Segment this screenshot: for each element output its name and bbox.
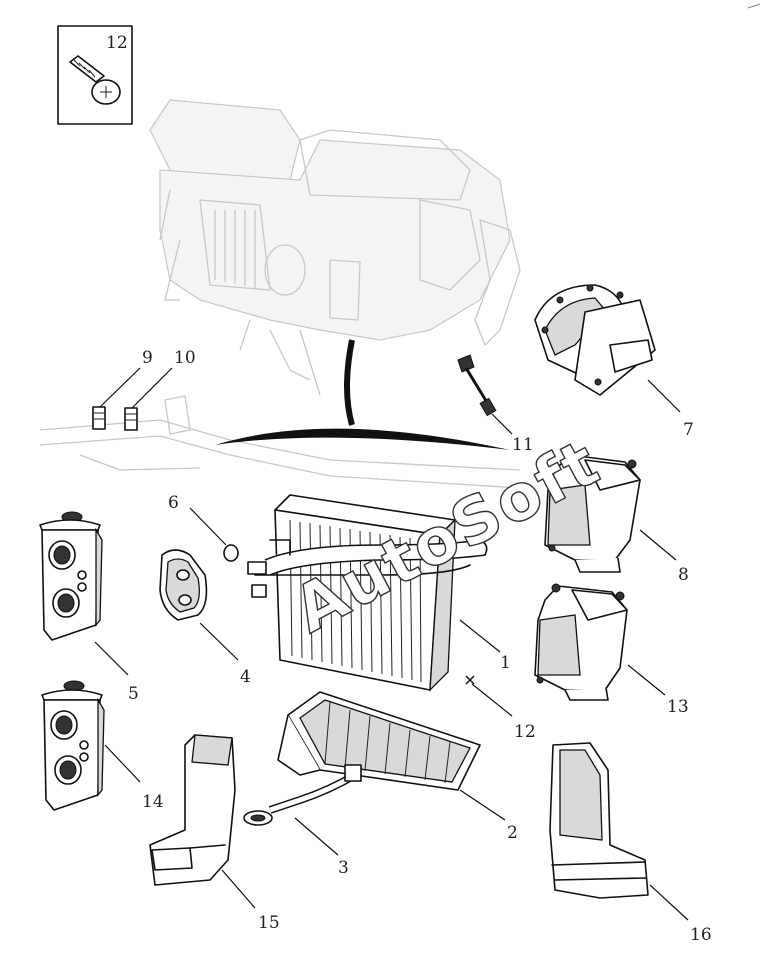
callout-15: 15 <box>258 913 280 933</box>
fastener-12 <box>465 675 513 717</box>
screw-icon <box>69 55 121 105</box>
callout-2: 2 <box>507 823 518 843</box>
callout-3: 3 <box>338 858 349 878</box>
callout-11: 11 <box>512 435 534 455</box>
corner-mark <box>747 3 761 9</box>
expansion-valve-5 <box>39 511 129 676</box>
drain-hose-3 <box>243 764 362 856</box>
callout-16: 16 <box>690 925 712 945</box>
callout-13: 13 <box>667 697 689 717</box>
expansion-valve-14 <box>41 680 141 811</box>
recirculation-actuator-13 <box>534 583 666 701</box>
callout-6: 6 <box>168 493 179 513</box>
callout-12-inset: 12 <box>106 33 128 53</box>
air-duct-16 <box>549 742 689 921</box>
mode-door-actuator-8 <box>544 453 677 573</box>
callout-7: 7 <box>683 420 694 440</box>
drain-pan-2 <box>277 691 506 821</box>
o-ring-6 <box>189 507 239 562</box>
evaporator-fins <box>289 519 422 683</box>
callout-5: 5 <box>128 684 139 704</box>
callout-1: 1 <box>500 653 511 673</box>
temperature-sensor-11 <box>457 354 513 435</box>
evaporator-core-1 <box>247 494 501 692</box>
callout-4: 4 <box>240 667 251 687</box>
blend-door-actuator-7 <box>534 284 681 413</box>
fitting-9 <box>92 367 141 430</box>
screw-inset-box: 12 <box>57 25 133 125</box>
callout-8: 8 <box>678 565 689 585</box>
callout-10: 10 <box>174 348 196 368</box>
assembly-pointer-arrow <box>215 339 510 450</box>
air-duct-15 <box>149 734 256 909</box>
hvac-housing-ghost <box>39 99 521 489</box>
callout-9: 9 <box>142 348 153 368</box>
callout-12: 12 <box>514 722 536 742</box>
fitting-10 <box>124 367 173 431</box>
callout-14: 14 <box>142 792 164 812</box>
gasket-4 <box>159 549 239 661</box>
